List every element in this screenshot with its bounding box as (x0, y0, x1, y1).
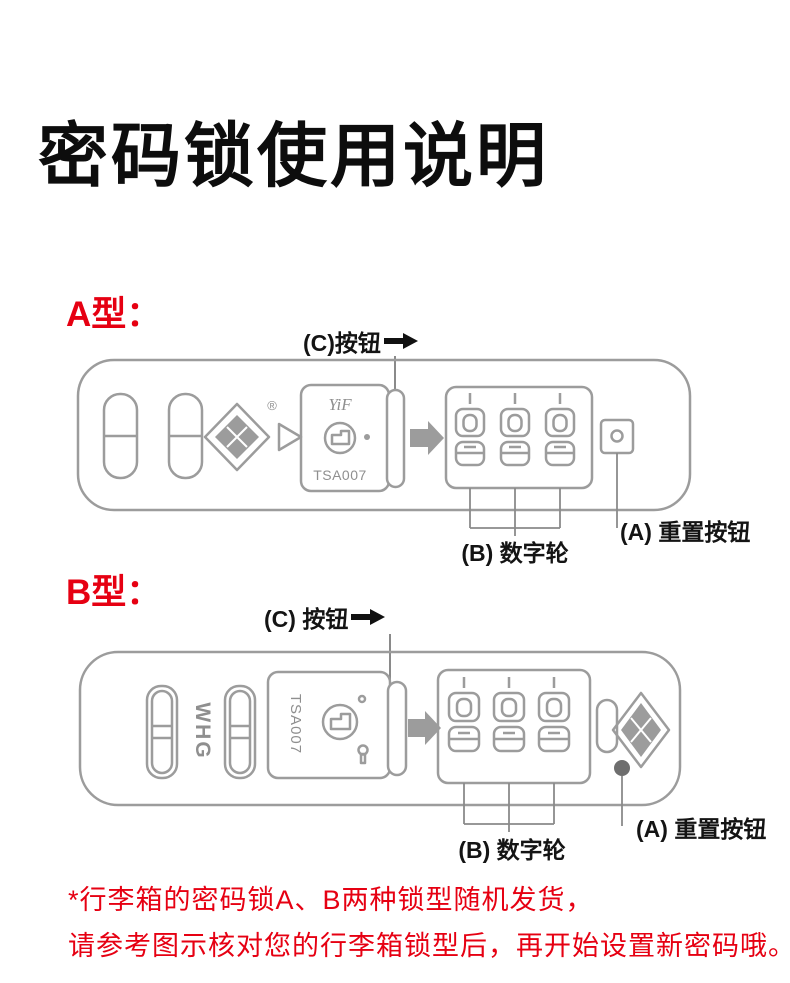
arrow-right-icon (351, 609, 386, 625)
zipper-slot-right (167, 392, 204, 480)
side-slot (595, 698, 619, 754)
small-keyhole-icon (357, 744, 369, 765)
slide-direction-arrow-icon (408, 711, 441, 745)
lock-body-outline (76, 358, 692, 512)
type-a-callout-a: (A) 重置按钮 (620, 519, 751, 545)
type-b-callout-c: (C) 按钮 (264, 600, 387, 634)
keyhole-panel (266, 670, 392, 780)
model-text: TSA007 (287, 694, 304, 754)
type-b-lock-diagram: WHG TSA007 (78, 634, 682, 832)
type-b-callout-c-label: (C) 按钮 (264, 606, 349, 632)
registered-trademark-symbol: ® (267, 398, 277, 413)
keyhole-panel (299, 383, 391, 493)
lock-body-outline (78, 650, 682, 807)
type-b-heading: B型： (66, 573, 162, 612)
zipper-slot-right (223, 684, 257, 780)
number-wheels (436, 668, 592, 785)
type-a-callout-c: (C)按钮 (303, 324, 420, 358)
zipper-slot-left (145, 684, 179, 780)
page-title: 密码锁使用说明 (38, 117, 549, 195)
type-b-callout-a: (A) 重置按钮 (636, 816, 767, 842)
callout-leader-lines (469, 453, 618, 536)
type-a-callout-b: (B) 数字轮 (461, 540, 569, 566)
keyhole-icon (323, 421, 357, 455)
type-b-callout-b: (B) 数字轮 (458, 837, 566, 863)
push-button-c (385, 388, 406, 489)
callout-leader-lines (463, 776, 623, 832)
brand-text: YiF (328, 395, 352, 414)
reset-button (614, 760, 630, 776)
slide-direction-arrow-icon (410, 421, 444, 455)
model-text: TSA007 (313, 467, 367, 483)
type-a-callout-c-label: (C)按钮 (303, 330, 381, 356)
indicator-dot (364, 434, 370, 440)
keyhole-icon (321, 703, 359, 741)
type-a-heading: A型： (66, 295, 162, 334)
type-a-lock-diagram: YiF TSA007 ® (76, 356, 692, 536)
reset-button (599, 418, 635, 455)
push-button-c (386, 680, 408, 777)
brand-diamond-icon (611, 691, 671, 769)
chevron-right-icon (277, 422, 303, 452)
arrow-right-icon (383, 333, 418, 349)
number-wheels (444, 385, 594, 490)
zipper-slot-left (102, 392, 139, 480)
brand-diamond-icon (203, 402, 271, 472)
brand-text: WHG (191, 702, 214, 759)
footnote-line-2: 请参考图示核对您的行李箱锁型后，再开始设置新密码哦。 (68, 931, 790, 961)
footnote-line-1: *行李箱的密码锁A、B两种锁型随机发货， (68, 885, 594, 915)
